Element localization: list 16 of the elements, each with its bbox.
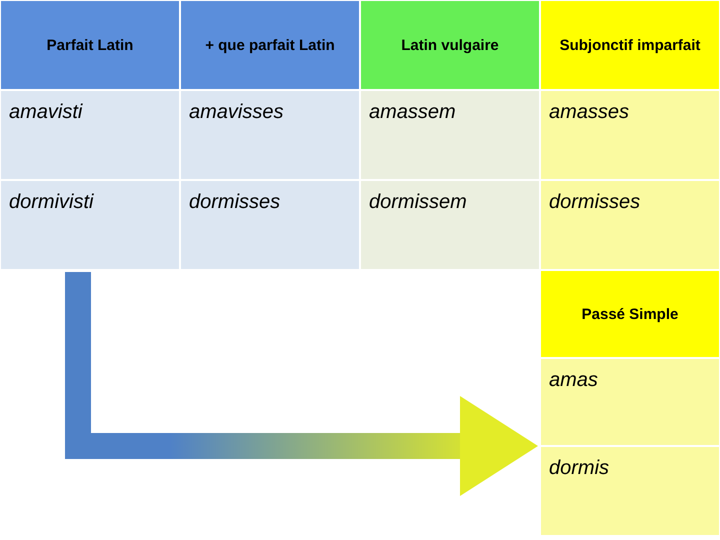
header-cell: Subjonctif imparfait	[540, 0, 720, 90]
table-cell: amas	[540, 358, 720, 446]
table-cell: dormisses	[180, 180, 360, 270]
header-cell: Latin vulgaire	[360, 0, 540, 90]
table-cell: amasses	[540, 90, 720, 180]
table-cell: amavisses	[180, 90, 360, 180]
header-cell: Parfait Latin	[0, 0, 180, 90]
table-cell: dormissem	[360, 180, 540, 270]
table-cell: dormivisti	[0, 180, 180, 270]
table-cell: amassem	[360, 90, 540, 180]
header-cell: + que parfait Latin	[180, 0, 360, 90]
table-cell: amavisti	[0, 90, 180, 180]
table-cell: dormisses	[540, 180, 720, 270]
arrow	[65, 272, 538, 496]
table-cell: dormis	[540, 446, 720, 536]
header-cell: Passé Simple	[540, 270, 720, 358]
